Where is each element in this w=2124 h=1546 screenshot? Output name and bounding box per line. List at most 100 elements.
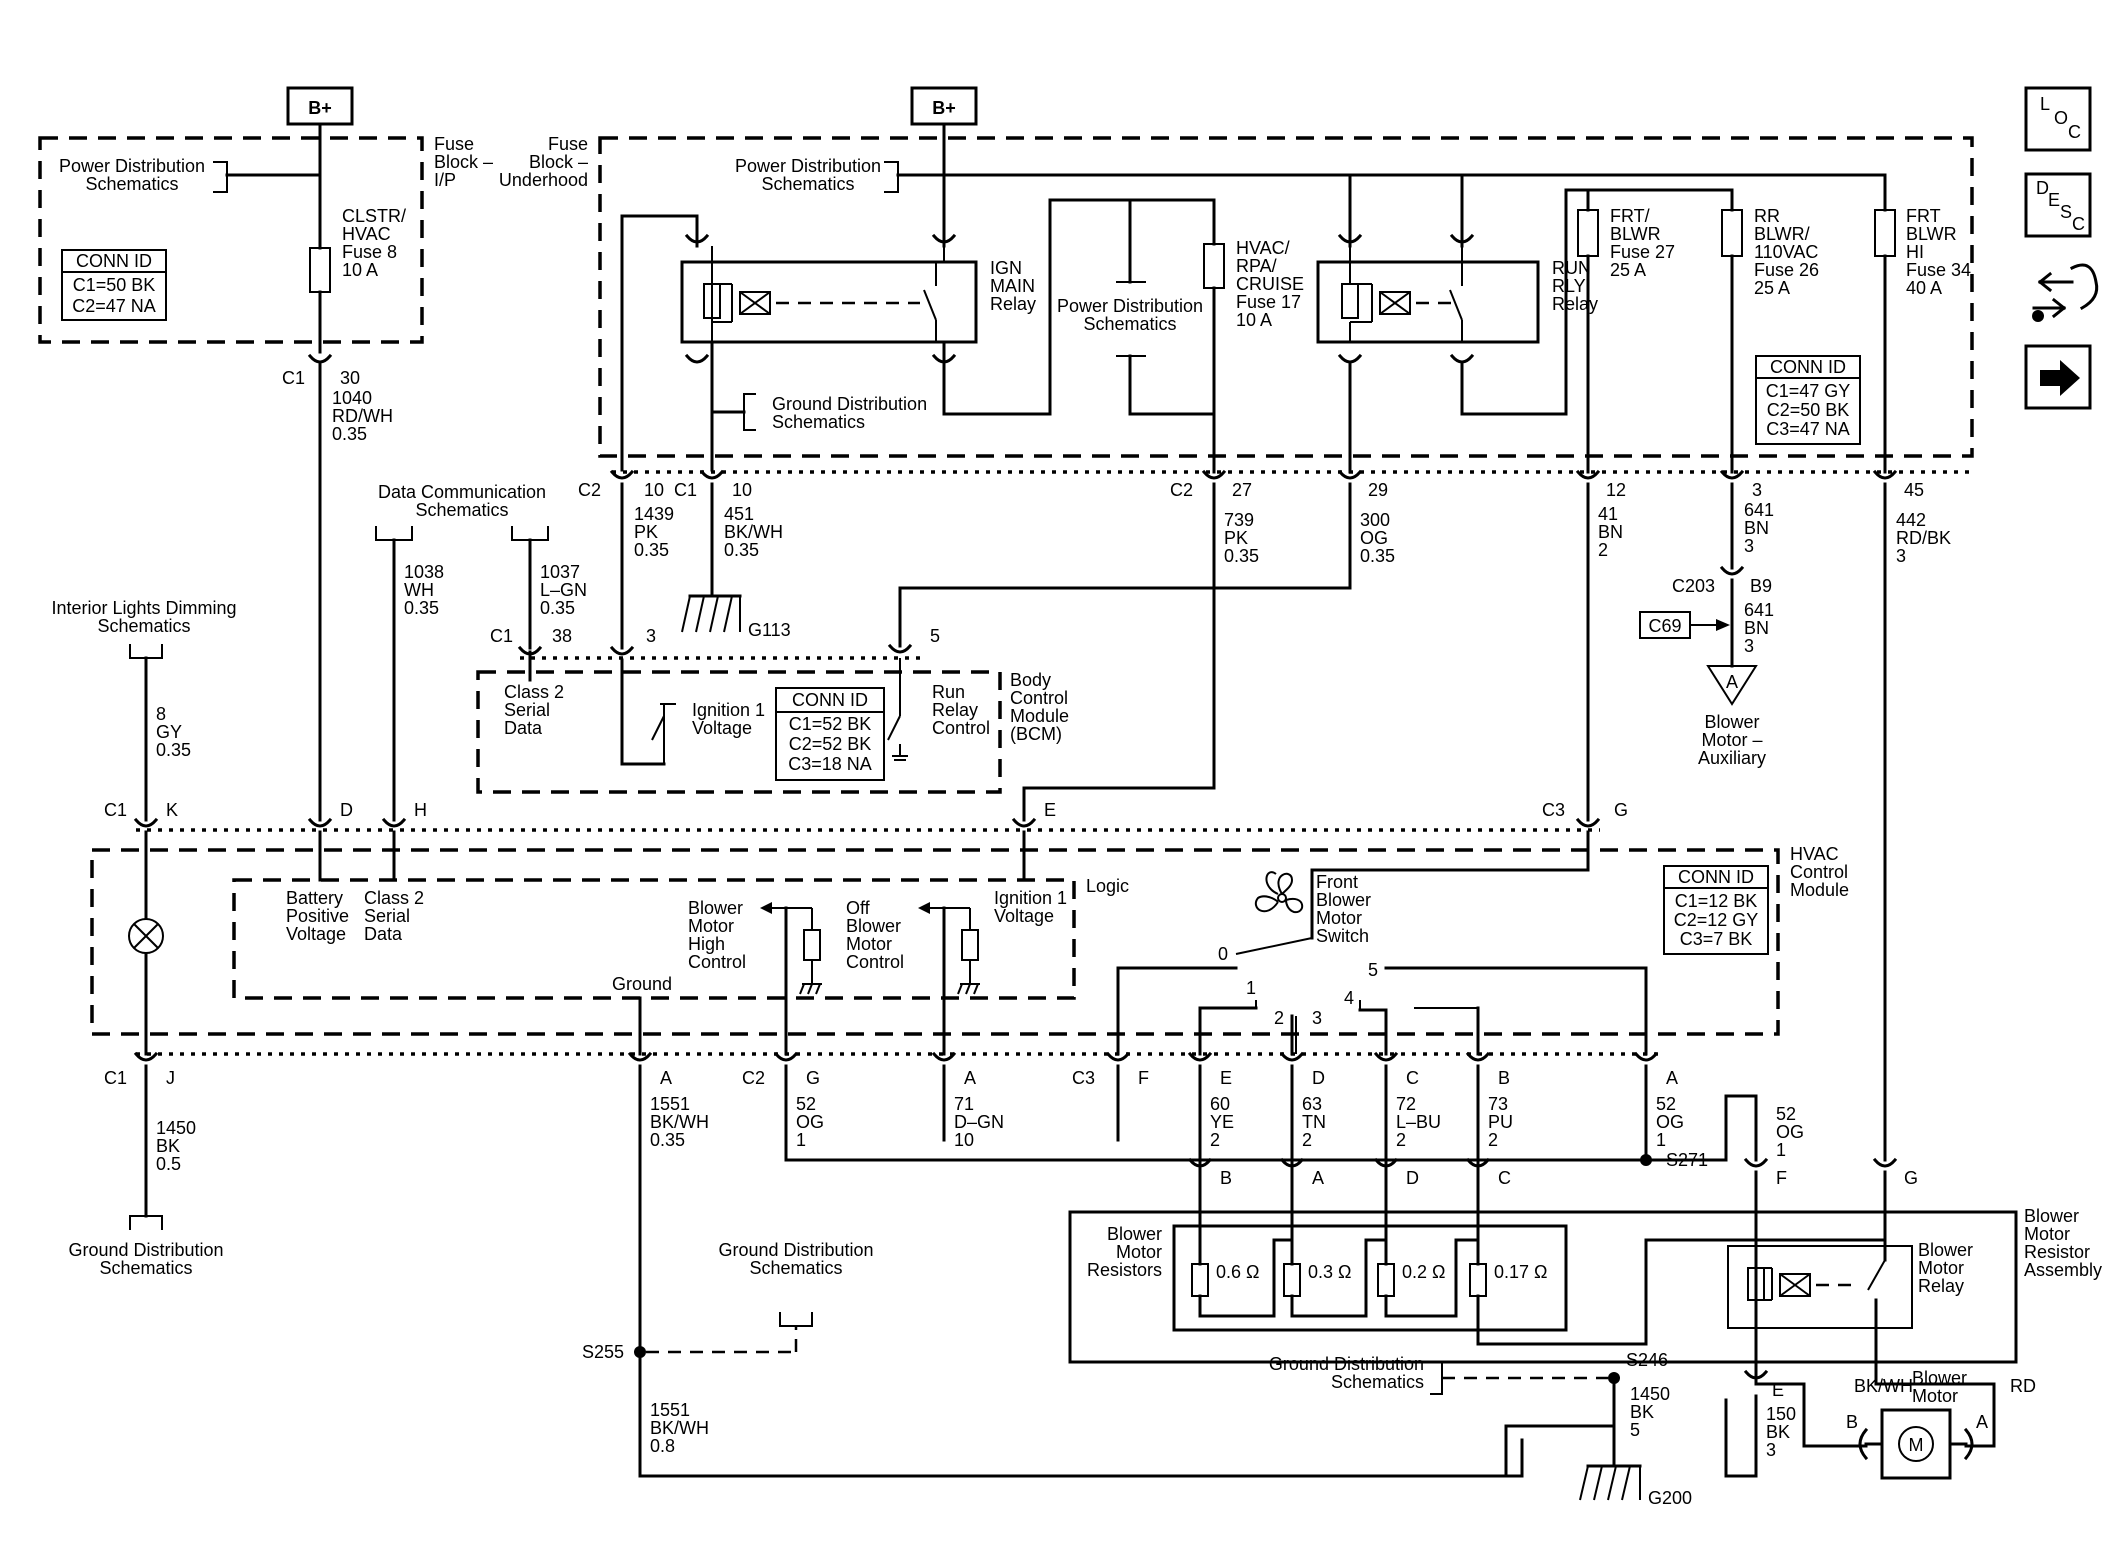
svg-text:Power Distribution: Power Distribution — [735, 156, 881, 176]
svg-text:Schematics: Schematics — [85, 174, 178, 194]
svg-text:1040: 1040 — [332, 388, 372, 408]
svg-text:CONN ID: CONN ID — [1678, 867, 1754, 887]
svg-text:25 A: 25 A — [1754, 278, 1790, 298]
svg-text:52: 52 — [1776, 1104, 1796, 1124]
svg-text:0.35: 0.35 — [156, 740, 191, 760]
svg-text:41: 41 — [1598, 504, 1618, 524]
svg-text:K: K — [166, 800, 178, 820]
svg-text:Fuse 26: Fuse 26 — [1754, 260, 1819, 280]
fan-icon — [1255, 871, 1304, 914]
svg-text:C1: C1 — [674, 480, 697, 500]
svg-text:RPA/: RPA/ — [1236, 256, 1277, 276]
svg-text:Control: Control — [688, 952, 746, 972]
svg-text:Block –: Block – — [529, 152, 588, 172]
svg-text:D: D — [2036, 178, 2049, 198]
svg-text:Ground Distribution: Ground Distribution — [1269, 1354, 1424, 1374]
svg-text:OG: OG — [1360, 528, 1388, 548]
svg-text:BK/WH: BK/WH — [724, 522, 783, 542]
svg-text:3: 3 — [1896, 546, 1906, 566]
svg-text:E: E — [1220, 1068, 1232, 1088]
svg-text:2: 2 — [1302, 1130, 1312, 1150]
loc-button[interactable]: L O C — [2024, 86, 2092, 152]
svg-text:110VAC: 110VAC — [1754, 242, 1818, 262]
svg-text:(BCM): (BCM) — [1010, 724, 1062, 744]
svg-text:3: 3 — [1312, 1008, 1322, 1028]
svg-text:0: 0 — [1218, 944, 1228, 964]
svg-text:Motor: Motor — [1918, 1258, 1964, 1278]
svg-text:1551: 1551 — [650, 1400, 690, 1420]
svg-text:Blower: Blower — [1107, 1224, 1162, 1244]
svg-text:OG: OG — [1776, 1122, 1804, 1142]
svg-text:Relay: Relay — [990, 294, 1036, 314]
svg-text:C3=47 NA: C3=47 NA — [1766, 419, 1850, 439]
svg-text:CONN ID: CONN ID — [792, 690, 868, 710]
svg-text:38: 38 — [552, 626, 572, 646]
svg-text:B+: B+ — [932, 98, 956, 118]
svg-text:300: 300 — [1360, 510, 1390, 530]
svg-text:B+: B+ — [308, 98, 332, 118]
svg-text:G113: G113 — [748, 620, 791, 640]
svg-text:H: H — [414, 800, 427, 820]
hvac-bottom-connector-row: C1 J A C2 G A C3 F E D C B A — [104, 1051, 1678, 1088]
svg-text:C1: C1 — [104, 1068, 127, 1088]
b-plus-left: B+ — [286, 86, 354, 137]
svg-text:RR: RR — [1754, 206, 1780, 226]
svg-text:Motor: Motor — [1116, 1242, 1162, 1262]
svg-text:BK: BK — [156, 1136, 180, 1156]
svg-text:Schematics: Schematics — [99, 1258, 192, 1278]
svg-text:Relay: Relay — [1552, 294, 1598, 314]
svg-text:Module: Module — [1790, 880, 1849, 900]
svg-text:E: E — [1044, 800, 1056, 820]
svg-text:Assembly: Assembly — [2024, 1260, 2102, 1280]
svg-text:12: 12 — [1606, 480, 1626, 500]
svg-text:3: 3 — [1766, 1440, 1776, 1460]
svg-text:Control: Control — [846, 952, 904, 972]
svg-text:Schematics: Schematics — [761, 174, 854, 194]
next-arrow-button[interactable] — [2024, 344, 2092, 410]
svg-text:Data: Data — [364, 924, 403, 944]
ground-g113: G113 — [681, 482, 791, 640]
svg-text:1037: 1037 — [540, 562, 580, 582]
svg-text:0.6 Ω: 0.6 Ω — [1216, 1262, 1259, 1282]
connector-swap-icon[interactable] — [2032, 263, 2099, 322]
svg-text:D–GN: D–GN — [954, 1112, 1004, 1132]
svg-text:5: 5 — [930, 626, 940, 646]
svg-text:Schematics: Schematics — [97, 616, 190, 636]
fuse-block-ip: Fuse Block – I/P Power Distribution Sche… — [38, 133, 493, 354]
svg-text:A: A — [1726, 672, 1738, 692]
svg-text:Fuse: Fuse — [548, 134, 588, 154]
svg-text:C1=47 GY: C1=47 GY — [1766, 381, 1851, 401]
svg-text:Ignition 1: Ignition 1 — [994, 888, 1067, 908]
svg-text:52: 52 — [1656, 1094, 1676, 1114]
svg-text:0.35: 0.35 — [1360, 546, 1395, 566]
desc-button[interactable]: D E S C — [2024, 172, 2092, 238]
svg-text:PK: PK — [634, 522, 658, 542]
svg-text:45: 45 — [1904, 480, 1924, 500]
svg-text:Interior Lights Dimming: Interior Lights Dimming — [51, 598, 236, 618]
svg-text:E: E — [1772, 1380, 1784, 1400]
svg-text:442: 442 — [1896, 510, 1926, 530]
svg-text:HVAC: HVAC — [342, 224, 391, 244]
svg-text:10: 10 — [644, 480, 664, 500]
svg-text:3: 3 — [646, 626, 656, 646]
svg-text:CONN ID: CONN ID — [1770, 357, 1846, 377]
svg-text:RLY: RLY — [1552, 276, 1586, 296]
svg-text:8: 8 — [156, 704, 166, 724]
svg-text:Ignition 1: Ignition 1 — [692, 700, 765, 720]
svg-text:RD: RD — [2010, 1376, 2036, 1396]
svg-text:1: 1 — [796, 1130, 806, 1150]
svg-text:Serial: Serial — [364, 906, 410, 926]
svg-text:3: 3 — [1752, 480, 1762, 500]
svg-text:C: C — [1406, 1068, 1419, 1088]
svg-text:C3=7 BK: C3=7 BK — [1680, 929, 1753, 949]
svg-text:739: 739 — [1224, 510, 1254, 530]
svg-text:IGN: IGN — [990, 258, 1022, 278]
svg-text:Voltage: Voltage — [692, 718, 752, 738]
svg-text:L–BU: L–BU — [1396, 1112, 1441, 1132]
svg-text:S246: S246 — [1626, 1350, 1668, 1370]
svg-text:CLSTR/: CLSTR/ — [342, 206, 406, 226]
svg-text:63: 63 — [1302, 1094, 1322, 1114]
svg-text:1450: 1450 — [1630, 1384, 1670, 1404]
body-control-module: C1 38 3 5 Class 2 Serial Data Ignition 1… — [476, 626, 1069, 794]
